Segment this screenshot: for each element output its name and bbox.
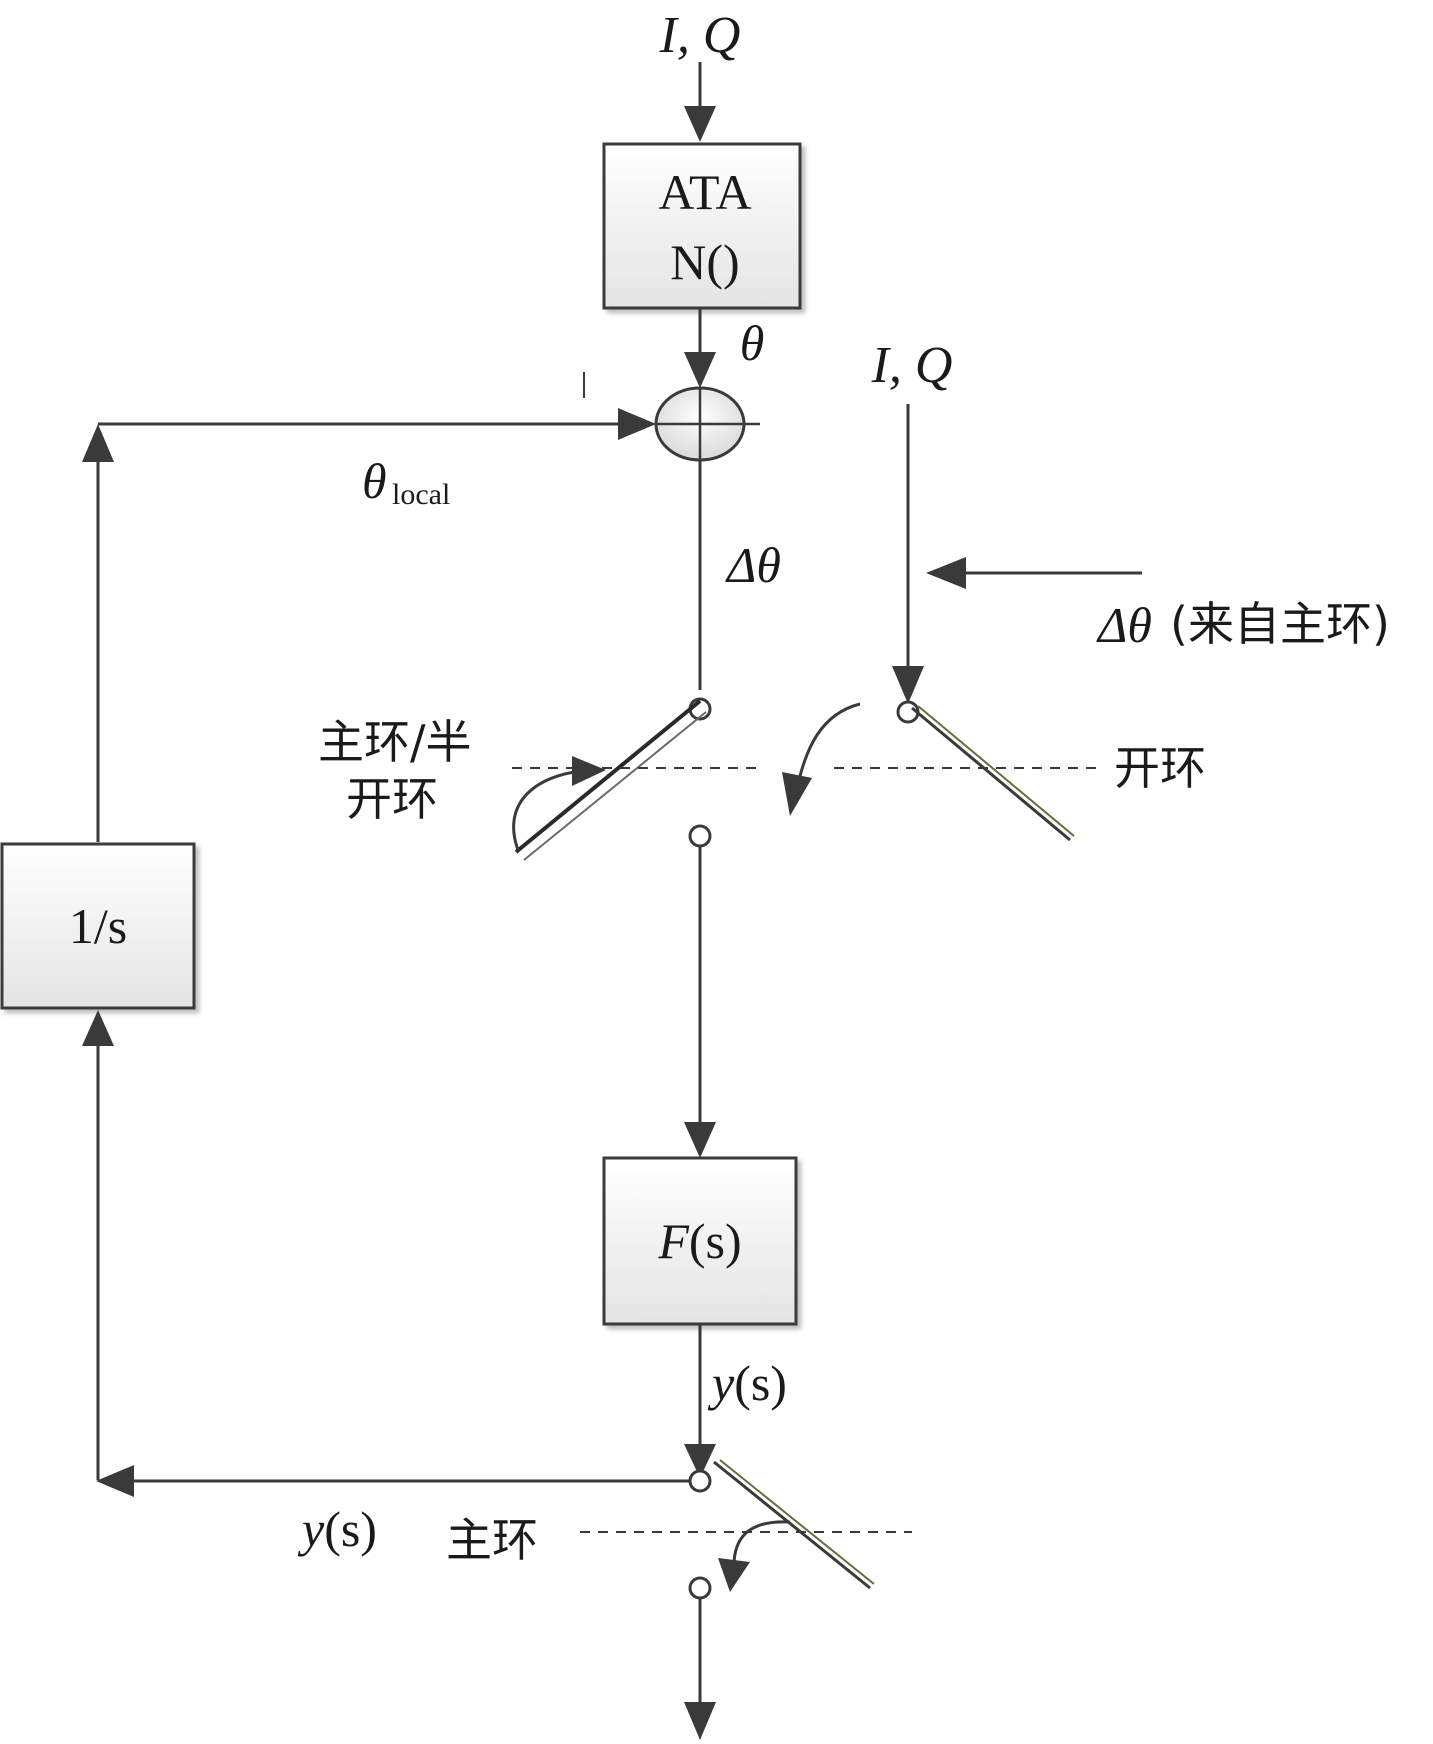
theta-label: θ	[740, 315, 765, 371]
iq-right-arrowhead	[892, 666, 924, 704]
filter-output-arrowhead	[684, 1444, 716, 1478]
output-arrowhead	[684, 1702, 716, 1740]
theta-local-subscript: local	[392, 478, 450, 511]
filter-label-italic: F	[657, 1213, 689, 1269]
delta-theta-label: Δθ	[725, 537, 781, 593]
loop-filter-block: F(s)	[602, 1156, 798, 1326]
filter-input-arrowhead	[684, 1122, 716, 1158]
filter-label-rest: (s)	[689, 1213, 742, 1269]
main-loop-label: 主环	[446, 1513, 538, 1567]
integrator-output-arrowhead	[82, 424, 114, 462]
atan-label-line2: N()	[670, 234, 739, 290]
theta-local-arrowhead	[618, 408, 656, 440]
summing-junction	[654, 386, 760, 462]
iq-top-arrowhead	[684, 106, 716, 142]
delta-theta-main-text: (来自主环)	[1170, 597, 1390, 651]
main-half-open-switch	[512, 697, 712, 861]
iq-top-label: I, Q	[659, 7, 741, 64]
delta-theta-main-symbol: Δθ	[1096, 597, 1152, 653]
main-half-open-label-2: 开环	[346, 772, 438, 826]
theta-local-label: θ	[362, 453, 387, 509]
y-s-right-label: y(s)	[707, 1355, 787, 1411]
integrator-input-arrowhead	[82, 1010, 114, 1046]
atan-block: ATA N()	[602, 142, 802, 310]
main-loop-switch	[688, 1459, 875, 1600]
integrator-label: 1/s	[69, 898, 127, 954]
atan-label-line1: ATA	[658, 164, 751, 220]
iq-right-label: I, Q	[871, 337, 953, 394]
svg-text:F(s): F(s)	[657, 1213, 741, 1269]
y-s-left-label: y(s)	[297, 1501, 377, 1557]
integrator-block: 1/s	[0, 842, 196, 1010]
y-s-feedback-arrowhead	[96, 1465, 134, 1497]
delta-theta-main-arrowhead	[926, 557, 966, 589]
main-half-open-label-1: 主环/半	[318, 715, 472, 769]
open-loop-label: 开环	[1114, 741, 1206, 795]
theta-arrowhead	[684, 352, 716, 388]
open-loop-switch	[782, 700, 1075, 842]
